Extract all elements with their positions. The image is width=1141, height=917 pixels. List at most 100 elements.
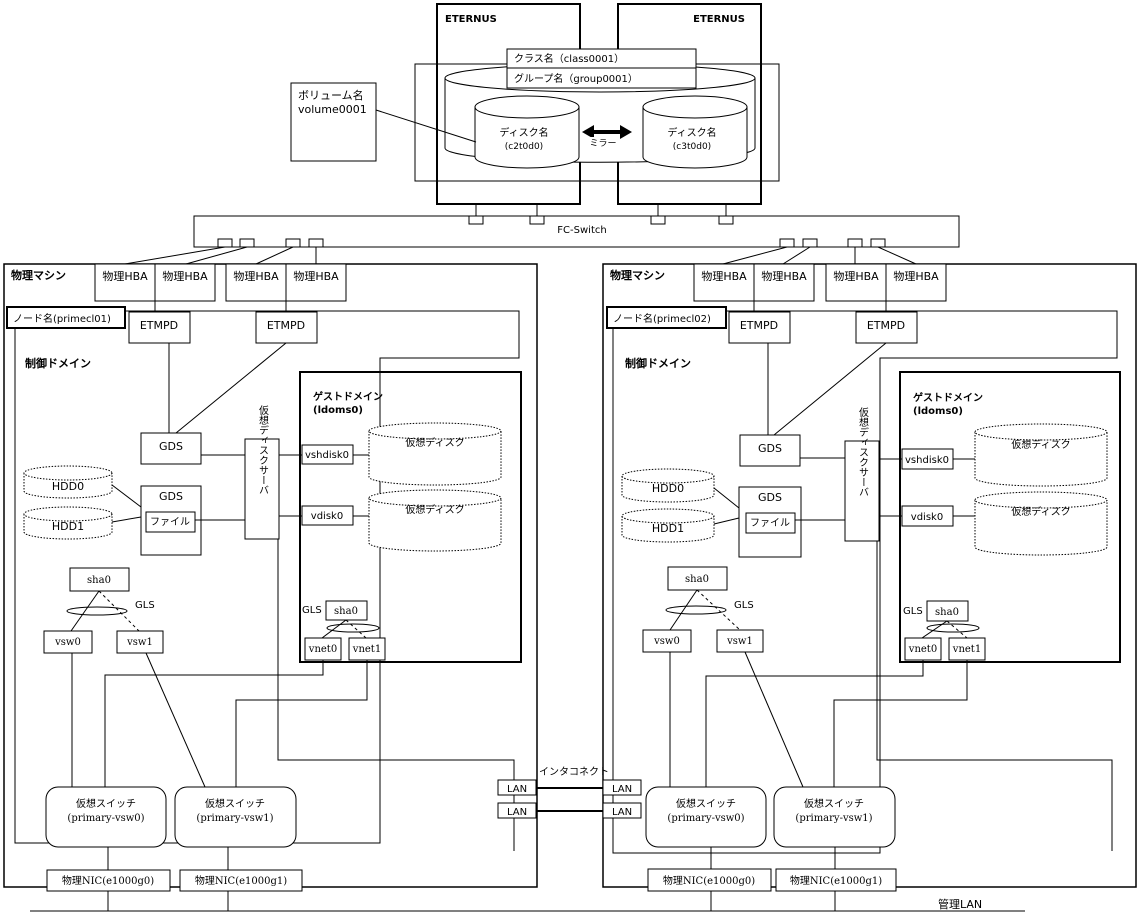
switch-port bbox=[718, 215, 734, 225]
file-label: ファイル bbox=[150, 517, 190, 528]
vswitch0-name: (primary-vsw0) bbox=[667, 813, 744, 824]
disk-left-label: ディスク名 bbox=[499, 126, 548, 139]
disk-right-cylinder bbox=[642, 95, 748, 169]
lan-port-right-label: LAN bbox=[612, 807, 632, 818]
virtual-disk-label: 仮想ディスク bbox=[405, 503, 464, 516]
vsw1-label: vsw1 bbox=[126, 637, 153, 648]
hba-label: 物理HBA bbox=[162, 269, 208, 283]
guest-gls-label: GLS bbox=[903, 606, 923, 617]
hdd1-cylinder bbox=[621, 508, 715, 543]
gls-ring bbox=[665, 605, 727, 615]
nic-0-label: 物理NIC(e1000g0) bbox=[663, 874, 755, 887]
nic-1-box bbox=[179, 869, 303, 892]
file-label: ファイル bbox=[750, 518, 790, 529]
hdd0-label: HDD0 bbox=[52, 480, 84, 493]
node-name-label: ノード名(primecl01) bbox=[13, 312, 111, 325]
etmpd-box bbox=[255, 311, 318, 344]
volume-box bbox=[290, 82, 377, 162]
vsw1-box bbox=[716, 629, 764, 653]
virtual-disk-label: 仮想ディスク bbox=[1011, 438, 1070, 451]
virtual-disk-server-label: 仮想ディスクサーバ bbox=[257, 404, 269, 495]
fc-links bbox=[124, 246, 917, 265]
hba-box bbox=[753, 263, 815, 302]
virtual-disk-label: 仮想ディスク bbox=[405, 436, 464, 449]
nic-0-box bbox=[647, 868, 772, 892]
vdisk-label: vdisk0 bbox=[311, 511, 343, 522]
switch-port bbox=[802, 238, 818, 248]
hba-box bbox=[285, 263, 347, 302]
switch-port bbox=[870, 238, 886, 248]
vshdisk-label: vshdisk0 bbox=[305, 450, 349, 461]
hba-box bbox=[154, 263, 216, 302]
nic-1-label: 物理NIC(e1000g1) bbox=[195, 874, 287, 887]
sha0-label: sha0 bbox=[87, 575, 111, 586]
lan-port-left-label: LAN bbox=[507, 784, 527, 795]
hdd0-cylinder bbox=[23, 465, 113, 499]
hdd1-cylinder bbox=[23, 506, 113, 540]
switch-port bbox=[308, 238, 324, 248]
disk-left-cylinder bbox=[474, 95, 580, 169]
volume-name: volume0001 bbox=[298, 103, 367, 116]
control-domain-boundary bbox=[14, 310, 520, 844]
machine-title: 物理マシン bbox=[610, 268, 665, 282]
class-name-label: クラス名（class0001） bbox=[514, 52, 624, 65]
machine-title: 物理マシン bbox=[11, 268, 66, 282]
guest-domain-box bbox=[899, 371, 1121, 663]
vshdisk-label: vshdisk0 bbox=[905, 455, 949, 466]
guest-sha0-label: sha0 bbox=[334, 606, 358, 617]
hdd0-label: HDD0 bbox=[652, 482, 684, 495]
group-name-label: グループ名（group0001） bbox=[514, 72, 638, 85]
switch-port bbox=[285, 238, 301, 248]
virtual-disk-cylinder bbox=[974, 491, 1108, 556]
vdisk-label: vdisk0 bbox=[911, 512, 943, 523]
virtual-disk-server-box bbox=[844, 440, 880, 542]
vswitch0-name: (primary-vsw0) bbox=[67, 813, 144, 824]
nic-1-box bbox=[775, 868, 897, 892]
vnet1-label: vnet1 bbox=[352, 644, 381, 655]
lan-port-right-label: LAN bbox=[612, 784, 632, 795]
eternus-left-label: ETERNUS bbox=[445, 14, 497, 25]
mirror-arrow bbox=[582, 125, 632, 139]
node-name-box bbox=[606, 306, 727, 329]
vsw0-box bbox=[642, 629, 692, 653]
virtual-disk-server-label: 仮想ディスクサーバ bbox=[857, 406, 869, 497]
etmpd-box bbox=[855, 311, 918, 344]
hba-label: 物理HBA bbox=[293, 269, 339, 283]
vsw0-label: vsw0 bbox=[653, 636, 680, 647]
etmpd-box bbox=[128, 311, 191, 344]
gds-top-box bbox=[140, 432, 202, 465]
physical-machine-1: 物理マシン 物理HBA 物理HBA 物理HBA 物理HBA ノード名(prime… bbox=[3, 263, 538, 911]
etmpd-label: ETMPD bbox=[140, 319, 178, 332]
gds-top-label: GDS bbox=[159, 440, 183, 453]
etmpd-label: ETMPD bbox=[740, 319, 778, 332]
disk-right-name: (c3t0d0) bbox=[673, 142, 711, 152]
guest-domain-box bbox=[299, 371, 522, 663]
switch-port bbox=[650, 215, 666, 225]
vswitch1-title: 仮想スイッチ bbox=[205, 797, 265, 810]
guest-domain-title: ゲストドメイン bbox=[913, 391, 983, 404]
vsw0-box bbox=[43, 630, 93, 654]
volume-pointer-line bbox=[375, 109, 477, 143]
hdd1-label: HDD1 bbox=[652, 522, 684, 535]
fc-switch: FC-Switch bbox=[193, 215, 960, 248]
switch-port bbox=[468, 215, 484, 225]
switch-port bbox=[217, 238, 233, 248]
switch-port bbox=[779, 238, 795, 248]
hba-label: 物理HBA bbox=[893, 269, 939, 283]
gds-bottom-label: GDS bbox=[758, 491, 782, 504]
control-domain-boundary bbox=[612, 310, 1118, 854]
nic-0-label: 物理NIC(e1000g0) bbox=[62, 874, 154, 887]
guest-sha0-label: sha0 bbox=[935, 607, 959, 618]
virtual-switch-0 bbox=[45, 786, 167, 848]
volume-label: ボリューム名 bbox=[298, 88, 364, 102]
hba-label: 物理HBA bbox=[102, 269, 148, 283]
guest-domain-name: (ldoms0) bbox=[913, 406, 963, 417]
hba-box bbox=[94, 263, 156, 302]
guest-gls-ring bbox=[926, 623, 980, 633]
gds-top-label: GDS bbox=[758, 442, 782, 455]
virtual-switch-0 bbox=[645, 786, 767, 848]
node-name-box bbox=[6, 306, 126, 329]
vsw0-label: vsw0 bbox=[54, 637, 81, 648]
mirror-label: ミラー bbox=[589, 138, 616, 149]
vsw1-box bbox=[116, 630, 164, 654]
